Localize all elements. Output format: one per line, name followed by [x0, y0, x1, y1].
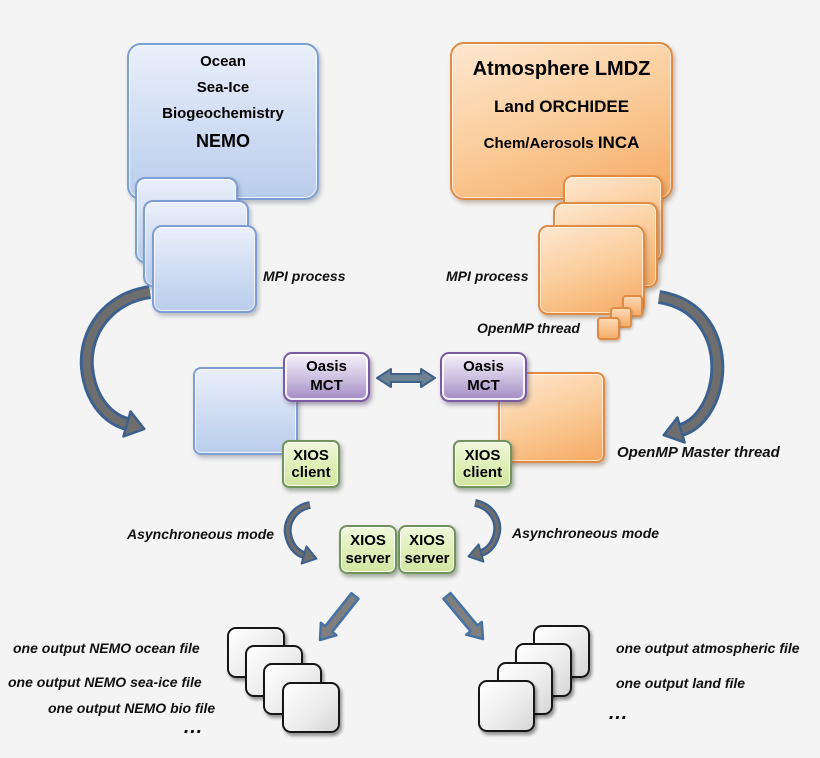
- oasis-label: Oasis: [463, 358, 504, 376]
- server-label: server: [345, 549, 391, 567]
- ocean-process-box: [193, 367, 298, 455]
- output-file-label-bio: one output NEMO bio file: [48, 700, 216, 716]
- chem-aerosols-label: Chem/Aerosols: [483, 135, 594, 152]
- xios-label: XIOS: [409, 532, 445, 550]
- atmosphere-model-line: Land ORCHIDEE: [493, 97, 630, 116]
- xios-label: XIOS: [464, 446, 501, 464]
- ocean-model-line: Ocean: [200, 53, 246, 70]
- openmp-thread-square-3: [597, 317, 620, 340]
- output-arrow-right-icon: [442, 591, 485, 641]
- output-file-label-land: one output land file: [616, 675, 746, 691]
- output-file-label-ocean: one output NEMO ocean file: [13, 640, 200, 656]
- client-label: client: [291, 464, 331, 481]
- output-arrow-left-icon: [318, 591, 360, 642]
- file-icon: [282, 682, 340, 733]
- ocean-mpi-stack-box-3: [152, 225, 257, 313]
- output-files-ellipsis-right: …: [608, 702, 628, 724]
- async-mode-label-right: Asynchroneous mode: [512, 525, 660, 541]
- mpi-process-label-right: MPI process: [446, 268, 529, 284]
- oasis-label: Oasis: [306, 358, 347, 376]
- curved-arrow-left-icon: [79, 285, 152, 438]
- inca-label: INCA: [597, 133, 640, 152]
- async-arrow-left-icon: [283, 501, 318, 565]
- xios-client-badge-left: XIOS client: [282, 440, 340, 488]
- atmosphere-model-box: Atmosphere LMDZ Land ORCHIDEE Chem/Aeros…: [450, 42, 673, 200]
- xios-label: XIOS: [350, 532, 386, 550]
- xios-server-box-2: XIOS server: [398, 525, 456, 574]
- async-arrow-right-icon: [467, 499, 502, 563]
- oasis-double-arrow-icon: [376, 368, 436, 388]
- oasis-mct-badge-right: Oasis MCT: [440, 352, 527, 402]
- client-label: client: [462, 464, 503, 481]
- server-label: server: [404, 549, 450, 567]
- ocean-model-line: Sea-Ice: [196, 79, 250, 96]
- mct-label: MCT: [467, 377, 500, 394]
- openmp-master-thread-label: OpenMP Master thread: [617, 444, 780, 461]
- curved-arrow-right-icon: [657, 290, 725, 444]
- mct-label: MCT: [310, 377, 343, 394]
- ocean-model-box: Ocean Sea-Ice Biogeochemistry NEMO: [127, 43, 319, 200]
- output-file-label-seaice: one output NEMO sea-ice file: [8, 674, 202, 690]
- xios-label: XIOS: [293, 446, 329, 464]
- atmosphere-model-line: Atmosphere LMDZ: [472, 58, 651, 80]
- ocean-model-line: Biogeochemistry: [162, 105, 284, 122]
- mpi-process-label-left: MPI process: [263, 268, 346, 284]
- output-files-ellipsis-left: …: [183, 716, 203, 738]
- ocean-model-line: NEMO: [196, 131, 250, 151]
- file-icon: [478, 680, 535, 732]
- output-file-label-atmospheric: one output atmospheric file: [616, 640, 800, 656]
- async-mode-label-left: Asynchroneous mode: [127, 526, 275, 542]
- atmosphere-model-line: Chem/Aerosols INCA: [484, 133, 640, 153]
- oasis-mct-badge-left: Oasis MCT: [283, 352, 370, 402]
- xios-client-badge-right: XIOS client: [453, 440, 512, 488]
- openmp-thread-label: OpenMP thread: [477, 320, 580, 336]
- xios-server-box-1: XIOS server: [339, 525, 397, 574]
